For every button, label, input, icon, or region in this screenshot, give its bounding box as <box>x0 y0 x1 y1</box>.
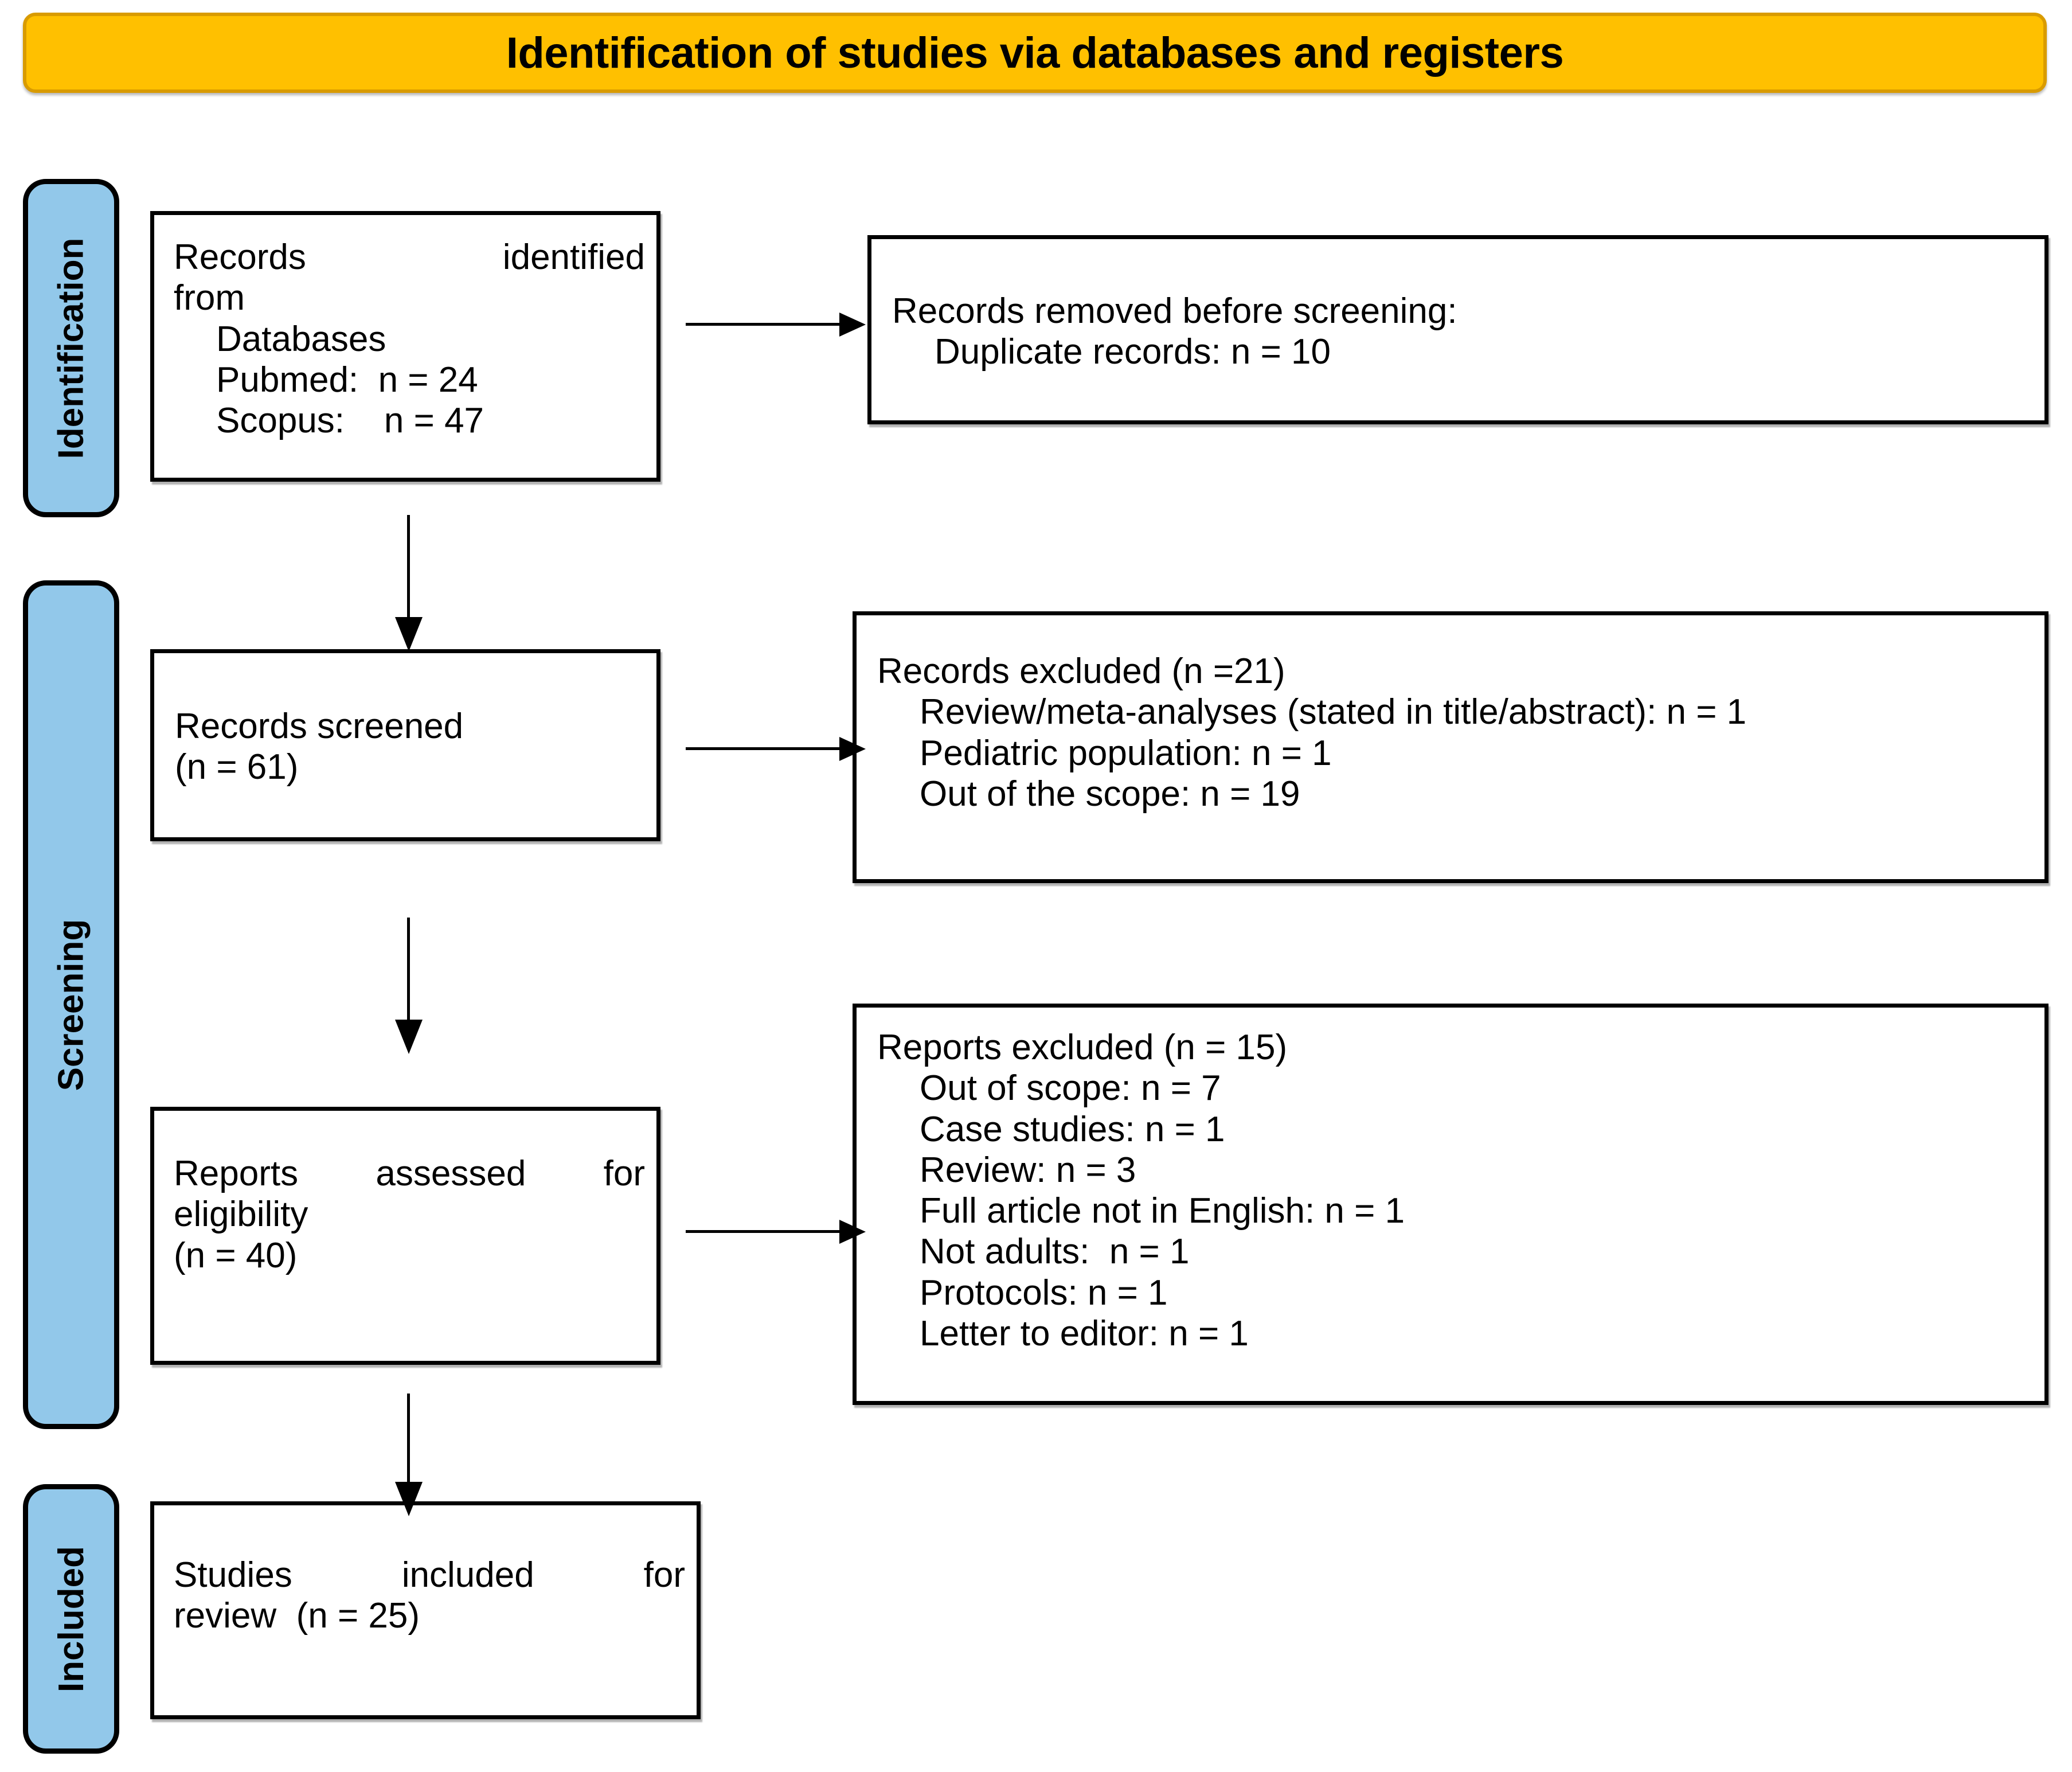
reports-excluded-line-7: Protocols: n = 1 <box>920 1273 1168 1313</box>
box-reports-excluded: Reports excluded (n = 15) Out of scope: … <box>853 1004 2048 1405</box>
reports-excluded-line-8: Letter to editor: n = 1 <box>920 1314 1249 1354</box>
reports-excluded-line-6: Not adults: n = 1 <box>920 1232 1190 1272</box>
arrow-head-right-icon <box>839 737 866 761</box>
records-removed-line-1: Records removed before screening: <box>892 291 1457 331</box>
arrow-head-down-icon <box>395 617 423 651</box>
arrow-shaft <box>407 515 410 619</box>
diagram-title: Identification of studies via databases … <box>506 28 1564 77</box>
phase-label-included-text: Included <box>51 1545 91 1692</box>
phase-label-screening-text: Screening <box>51 919 91 1091</box>
records-identified-line-2: from <box>174 278 245 318</box>
arrow-head-down-icon <box>395 1020 423 1054</box>
reports-excluded-line-5: Full article not in English: n = 1 <box>920 1191 1405 1231</box>
phase-label-included: Included <box>23 1484 119 1754</box>
records-identified-line-4: Pubmed: n = 24 <box>216 360 478 400</box>
studies-included-line-1: Studies included for <box>174 1555 685 1595</box>
reports-assessed-line-2: eligibility <box>174 1195 308 1235</box>
records-screened-line-2: (n = 61) <box>175 747 299 787</box>
diagram-title-banner: Identification of studies via databases … <box>23 13 2047 93</box>
box-records-identified: Records identified from Databases Pubmed… <box>150 211 660 482</box>
records-identified-line-3: Databases <box>216 319 386 359</box>
box-records-screened: Records screened (n = 61) <box>150 649 660 841</box>
reports-excluded-line-1: Reports excluded (n = 15) <box>877 1028 1288 1067</box>
box-reports-assessed: Reports assessed for eligibility (n = 40… <box>150 1107 660 1365</box>
records-identified-line-1: Records identified <box>174 237 645 277</box>
arrow-shaft <box>686 1230 842 1233</box>
records-excluded-line-2: Review/meta-analyses (stated in title/ab… <box>920 692 1747 732</box>
reports-excluded-line-3: Case studies: n = 1 <box>920 1109 1225 1149</box>
reports-excluded-line-4: Review: n = 3 <box>920 1150 1136 1190</box>
reports-excluded-line-2: Out of scope: n = 7 <box>920 1068 1221 1109</box>
records-removed-line-2: Duplicate records: n = 10 <box>935 332 1331 372</box>
reports-assessed-line-1: Reports assessed for <box>174 1154 645 1193</box>
reports-assessed-line-3: (n = 40) <box>174 1235 298 1275</box>
box-studies-included: Studies included for review (n = 25) <box>150 1501 701 1719</box>
records-identified-line-5: Scopus: n = 47 <box>216 401 484 441</box>
records-screened-line-1: Records screened <box>175 707 464 746</box>
records-excluded-line-3: Pediatric population: n = 1 <box>920 733 1332 773</box>
phase-label-identification-text: Identification <box>51 237 91 459</box>
phase-label-screening: Screening <box>23 580 119 1429</box>
arrow-shaft <box>686 323 842 326</box>
records-excluded-line-4: Out of the scope: n = 19 <box>920 774 1300 814</box>
arrow-head-right-icon <box>839 313 866 337</box>
arrow-shaft <box>407 1394 410 1484</box>
arrow-head-down-icon <box>395 1482 423 1516</box>
box-records-removed: Records removed before screening: Duplic… <box>867 235 2048 424</box>
arrow-head-right-icon <box>839 1220 866 1244</box>
records-excluded-line-1: Records excluded (n =21) <box>877 651 1285 691</box>
arrow-shaft <box>686 747 842 750</box>
arrow-shaft <box>407 918 410 1022</box>
box-records-excluded: Records excluded (n =21) Review/meta-ana… <box>853 611 2048 883</box>
phase-label-identification: Identification <box>23 179 119 517</box>
studies-included-line-2: review (n = 25) <box>174 1596 420 1636</box>
